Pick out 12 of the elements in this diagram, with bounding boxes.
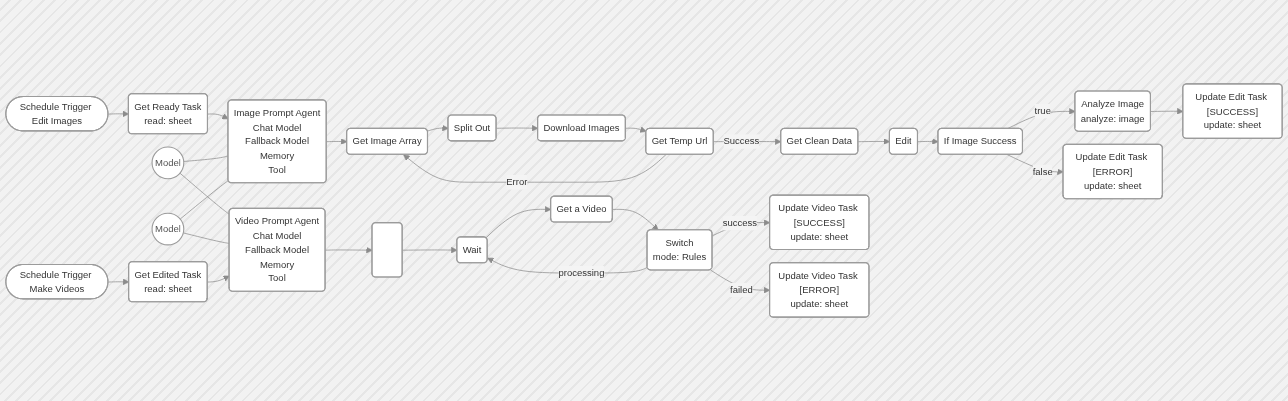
edge-label: success	[722, 217, 758, 229]
edge-label: Error	[506, 176, 528, 188]
edge-label: processing	[558, 267, 605, 279]
node-circle: Model	[151, 212, 185, 246]
edge-label: Success	[723, 135, 760, 147]
connector	[182, 232, 230, 244]
edge-label: true	[1034, 105, 1051, 117]
connector	[179, 180, 229, 220]
edge-label: false	[1032, 165, 1053, 177]
node-circle: Model	[151, 146, 185, 180]
connector	[179, 172, 230, 215]
edge-label: failed	[730, 284, 753, 296]
